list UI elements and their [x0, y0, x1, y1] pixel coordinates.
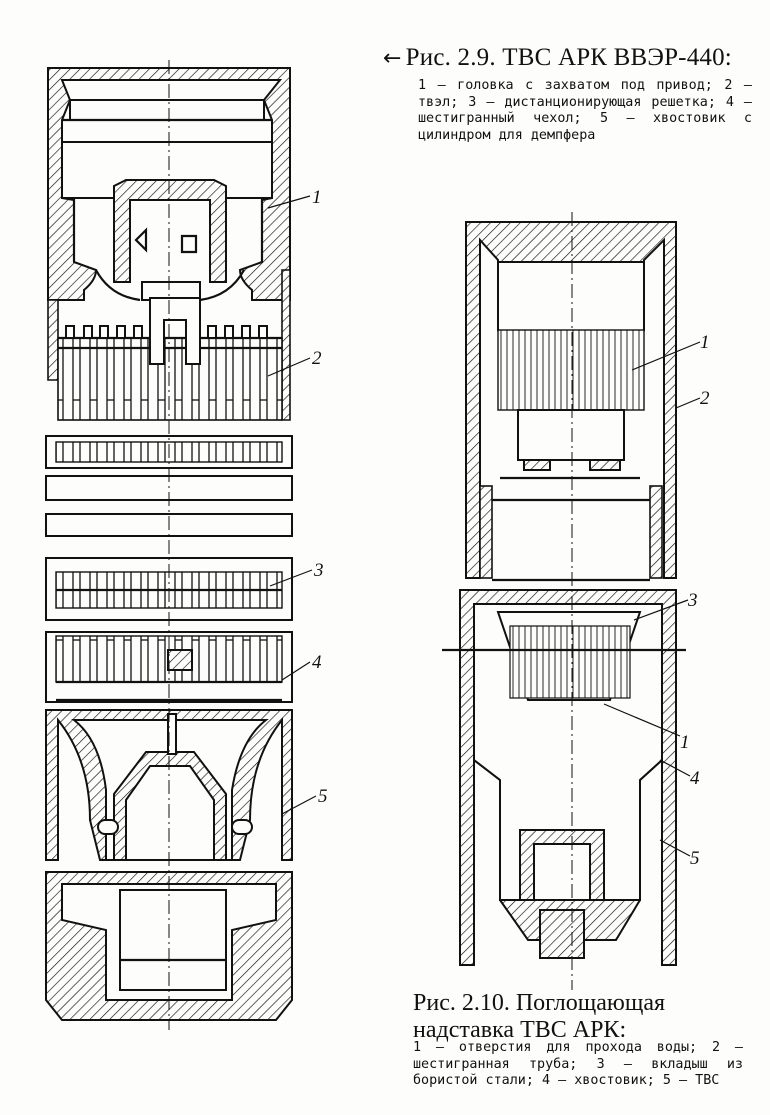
callout-2-9-2: 2	[312, 348, 322, 369]
callout-2-9-1: 1	[312, 187, 322, 208]
figure-2-10-drawing	[442, 212, 701, 990]
figure-2-9-drawing	[45, 60, 317, 1030]
figure-2-10-caption: 1 — отверстия для прохода воды; 2 — шест…	[413, 1040, 743, 1088]
assembly-head	[47, 67, 291, 302]
figure-2-9-title-text: Рис. 2.9. ТВС АРК ВВЭР-440:	[405, 44, 732, 71]
callout-2-9-4: 4	[312, 652, 322, 673]
callout-2-9-5: 5	[318, 786, 328, 807]
figure-2-9-title: ←Рис. 2.9. ТВС АРК ВВЭР-440:	[383, 44, 763, 73]
fuel-rod-bundle-upper	[57, 297, 283, 421]
figure-2-9-caption: 1 — головка с захватом под привод; 2 — т…	[418, 78, 752, 143]
callout-2-10-5: 5	[690, 848, 700, 869]
callout-2-9-3: 3	[313, 560, 324, 581]
callout-2-10-3: 3	[687, 590, 698, 611]
figure-2-10-title: Рис. 2.10. Поглощающая надставка ТВС АРК…	[413, 990, 666, 1043]
callout-2-10-2: 2	[700, 388, 710, 409]
callout-2-10-1b: 1	[680, 732, 690, 753]
arrow-left-icon: ←	[383, 46, 402, 71]
callout-2-10-4: 4	[690, 768, 700, 789]
callout-2-10-1a: 1	[700, 332, 710, 353]
